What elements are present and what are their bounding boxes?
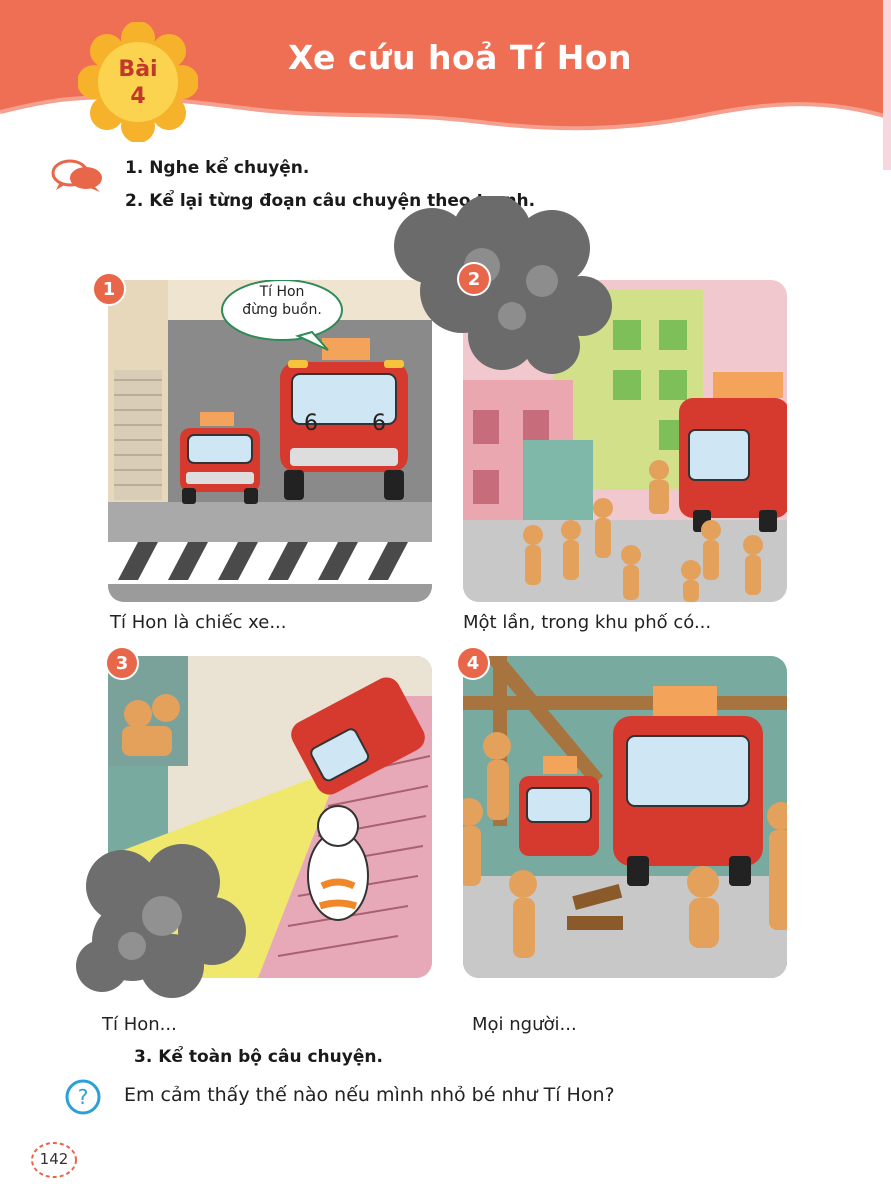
svg-text:6: 6 [372, 411, 386, 436]
panel-2-number: 2 [457, 262, 491, 296]
panel-2-illustration [463, 280, 787, 602]
task-retell-whole-story: 3. Kể toàn bộ câu chuyện. [134, 1047, 383, 1067]
lesson-badge-word: Bài [118, 57, 158, 82]
panel-4-number: 4 [456, 646, 490, 680]
smoke-cloud-panel-3 [76, 844, 246, 998]
story-panel-2 [463, 280, 787, 602]
lesson-badge [78, 22, 198, 142]
panel-1-number: 1 [92, 272, 126, 306]
speech-line-2: đừng buồn. [242, 302, 322, 318]
page-number: 142 [39, 1150, 69, 1168]
svg-text:6: 6 [304, 411, 318, 436]
panel-3-caption: Tí Hon... [102, 1014, 177, 1035]
story-panel-1: 6 6 Tí Hon đừng buồn. [108, 280, 432, 602]
panel-1-illustration: 6 6 [108, 280, 432, 602]
speech-bubbles-icon [51, 159, 102, 192]
speech-line-1: Tí Hon [259, 284, 305, 300]
smoke-cloud-panel-2 [394, 196, 612, 374]
panel-1-caption: Tí Hon là chiếc xe... [110, 612, 287, 633]
panel-2-caption: Một lần, trong khu phố có... [463, 612, 712, 633]
page-number-frame [31, 1142, 77, 1178]
page-edge-tab [883, 0, 891, 170]
task-listen: 1. Nghe kể chuyện. [125, 158, 310, 178]
svg-text:?: ? [78, 1085, 89, 1109]
lesson-badge-number: 4 [130, 84, 146, 109]
lesson-badge-label: Bài 4 [78, 56, 198, 110]
panel-3-number: 3 [105, 646, 139, 680]
speech-bubble-text: Tí Hon đừng buồn. [222, 283, 342, 319]
task-retell-by-pictures: 2. Kể lại từng đoạn câu chuyện theo tran… [125, 191, 536, 211]
panel-4-caption: Mọi người... [472, 1014, 577, 1035]
reflection-question: Em cảm thấy thế nào nếu mình nhỏ bé như … [124, 1084, 615, 1106]
question-mark-icon: ? [65, 1079, 101, 1115]
panel-4-illustration [463, 656, 787, 978]
lesson-title: Xe cứu hoả Tí Hon [288, 38, 632, 77]
story-panel-4 [463, 656, 787, 978]
